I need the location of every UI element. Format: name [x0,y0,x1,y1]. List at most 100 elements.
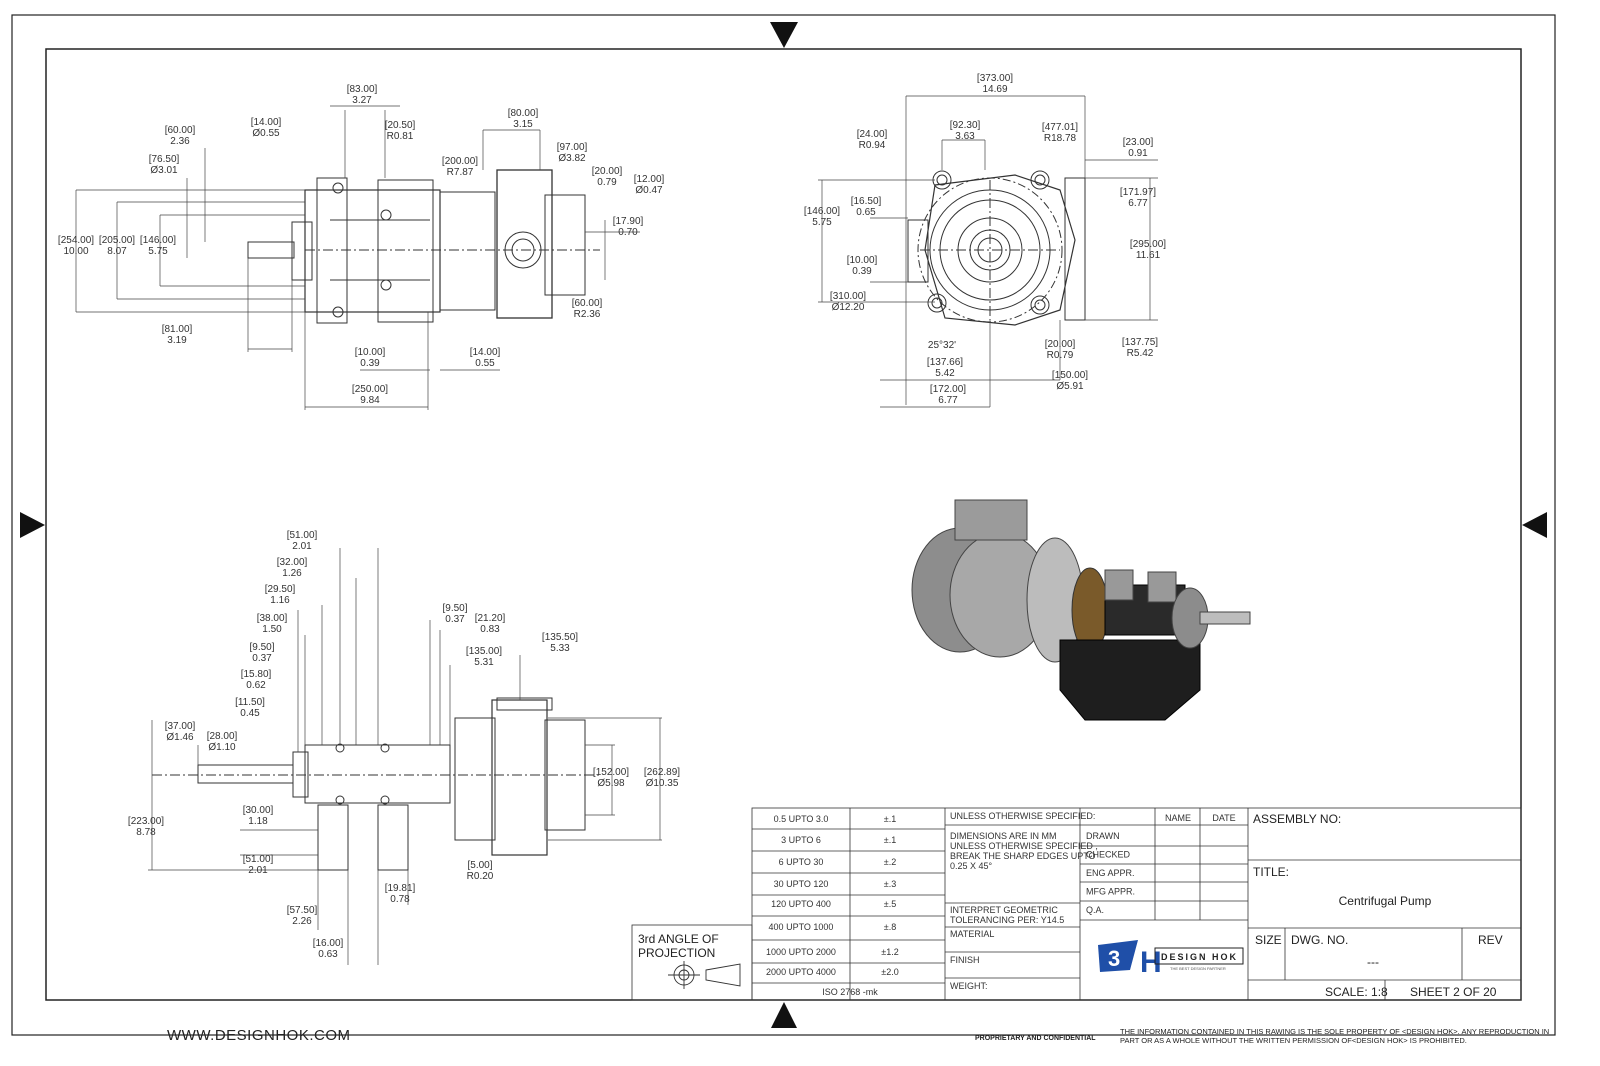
side-view-dim-15-imperial: 3.19 [167,335,187,346]
side-view-top [247,169,600,324]
top-view-dim-11-metric: [135.50] [542,632,578,643]
tolerance-range-2: 6 UPTO 30 [779,857,824,867]
front-view-dim-5-imperial: 0.65 [856,207,876,218]
side-view-dim-18-imperial: 9.84 [360,395,380,406]
projection-label-line2: PROJECTION [638,946,715,960]
top-view-dim-20-imperial: 2.26 [292,916,312,927]
side-view-dim-18-metric: [250.00] [352,384,388,395]
side-view-dim-11-metric: [254.00] [58,235,94,246]
top-view-dim-8-imperial: Ø1.10 [208,742,236,753]
notes-interpret-line-1: TOLERANCING PER: Y14.5 [950,915,1064,925]
approval-row-3: MFG APPR. [1086,887,1135,897]
sheet-label: SHEET 2 OF 20 [1410,985,1497,999]
approval-row-1: CHECKED [1086,850,1131,860]
top-view-dim-11-imperial: 5.33 [550,643,570,654]
side-view-dim-0-imperial: 3.27 [352,95,372,106]
top-view-dim-6-metric: [11.50] [235,697,265,708]
front-view-dim-13-metric: [137.66] [927,357,963,368]
side-view-dim-17-metric: [14.00] [470,347,501,358]
front-view-dim-9-imperial: 0.39 [852,266,872,277]
side-view-dim-13-metric: [146.00] [140,235,176,246]
front-view-dim-6-imperial: 5.75 [812,217,832,228]
top-view-dim-13-metric: [152.00] [593,767,629,778]
side-view-dim-3-metric: [60.00] [165,125,196,136]
top-view-dim-14-metric: [262.89] [644,767,680,778]
tolerance-value-7: ±2.0 [881,967,898,977]
size-label: SIZE [1255,933,1282,947]
top-view-dim-7-imperial: Ø1.46 [166,732,194,743]
front-view-dim-14-imperial: Ø5.91 [1056,381,1084,392]
front-view-dim-0-imperial: 14.69 [982,84,1007,95]
weight-label: WEIGHT: [950,981,988,991]
side-view-dim-14-metric: [60.00] [572,298,603,309]
notes-interpret-line-0: INTERPRET GEOMETRIC [950,905,1058,915]
front-view-dimension-lines [818,95,1158,408]
side-view-dim-13-imperial: 5.75 [148,246,168,257]
top-view-dim-5-metric: [15.80] [241,669,272,680]
top-view-dim-17-metric: [51.00] [243,854,274,865]
top-view-dim-14-imperial: Ø10.35 [646,778,679,789]
front-view-dim-10-metric: [310.00] [830,291,866,302]
top-view-dim-18-metric: [5.00] [467,860,492,871]
approval-name-header: NAME [1165,813,1191,823]
front-view-dim-15-metric: [172.00] [930,384,966,395]
side-view-dim-5-metric: [200.00] [442,156,478,167]
top-view-dim-9-metric: [9.50] [442,603,467,614]
outer-border [11,14,1556,1036]
side-view-dim-8-metric: [20.00] [592,166,623,177]
side-view-dim-16-imperial: 0.39 [360,358,380,369]
side-view-dim-10-imperial: 0.70 [618,227,638,238]
side-view-dim-0-metric: [83.00] [347,84,378,95]
top-view-dim-13-imperial: Ø5.98 [597,778,625,789]
front-view-dim-10-imperial: Ø12.20 [832,302,865,313]
tolerance-value-3: ±.3 [884,879,896,889]
drawing-number-label: DWG. NO. [1291,933,1348,947]
tolerance-value-6: ±1.2 [881,947,898,957]
side-view-dim-4-metric: [76.50] [149,154,180,165]
top-view-dim-19-imperial: 0.78 [390,894,410,905]
front-view-dim-3-imperial: R18.78 [1044,133,1077,144]
front-view-dim-12-metric: [137.75] [1122,337,1158,348]
top-view-dim-12-imperial: 5.31 [474,657,494,668]
title-label: TITLE: [1253,865,1289,879]
top-view-dim-5-imperial: 0.62 [246,680,266,691]
top-view-dim-1-metric: [32.00] [277,557,308,568]
top-view-dim-1-imperial: 1.26 [282,568,302,579]
front-view-dim-2-imperial: 3.63 [955,131,975,142]
side-view-dim-17-imperial: 0.55 [475,358,495,369]
title-block-text: 0.5 UPTO 3.0±.13 UPTO 6±.16 UPTO 30±.230… [638,811,1503,999]
top-view-dim-21-imperial: 0.63 [318,949,338,960]
tolerance-range-3: 30 UPTO 120 [774,879,829,889]
website-url[interactable]: WWW.DESIGNHOK.COM [167,1027,351,1044]
side-view-dim-8-imperial: 0.79 [597,177,617,188]
side-view-dim-11-imperial: 10.00 [63,246,88,257]
top-view-dim-18-imperial: R0.20 [467,871,494,882]
title-value: Centrifugal Pump [1339,894,1432,908]
side-view-dim-1-imperial: Ø0.55 [252,128,280,139]
approval-date-header: DATE [1212,813,1235,823]
top-view-dim-0-metric: [51.00] [287,530,318,541]
side-view-dim-7-metric: [97.00] [557,142,588,153]
tolerance-range-0: 0.5 UPTO 3.0 [774,814,829,824]
top-view-dim-9-imperial: 0.37 [445,614,465,625]
front-view-dim-1-imperial: R0.94 [859,140,886,151]
top-view-dim-0-imperial: 2.01 [292,541,312,552]
confidentiality-notice: THE INFORMATION CONTAINED IN THIS RAWING… [1120,1027,1550,1045]
top-view-dim-19-metric: [19.81] [385,883,416,894]
side-view-dim-12-imperial: 8.07 [107,246,127,257]
side-view-dim-6-metric: [80.00] [508,108,539,119]
assembly-number-label: ASSEMBLY NO: [1253,812,1341,826]
finish-label: FINISH [950,955,980,965]
tolerance-range-4: 120 UPTO 400 [771,899,831,909]
top-view [152,697,600,871]
side-view-dim-14-imperial: R2.36 [574,309,601,320]
front-view [907,170,1086,326]
pump-isometric-render [911,499,1251,721]
side-view-dim-9-imperial: Ø0.47 [635,185,663,196]
side-view-dim-16-metric: [10.00] [355,347,386,358]
front-view-dim-14-metric: [150.00] [1052,370,1088,381]
revision-label: REV [1478,933,1503,947]
notes-dimension-line-1: UNLESS OTHERWISE SPECIFIED , [950,841,1098,851]
top-view-dim-4-imperial: 0.37 [252,653,272,664]
